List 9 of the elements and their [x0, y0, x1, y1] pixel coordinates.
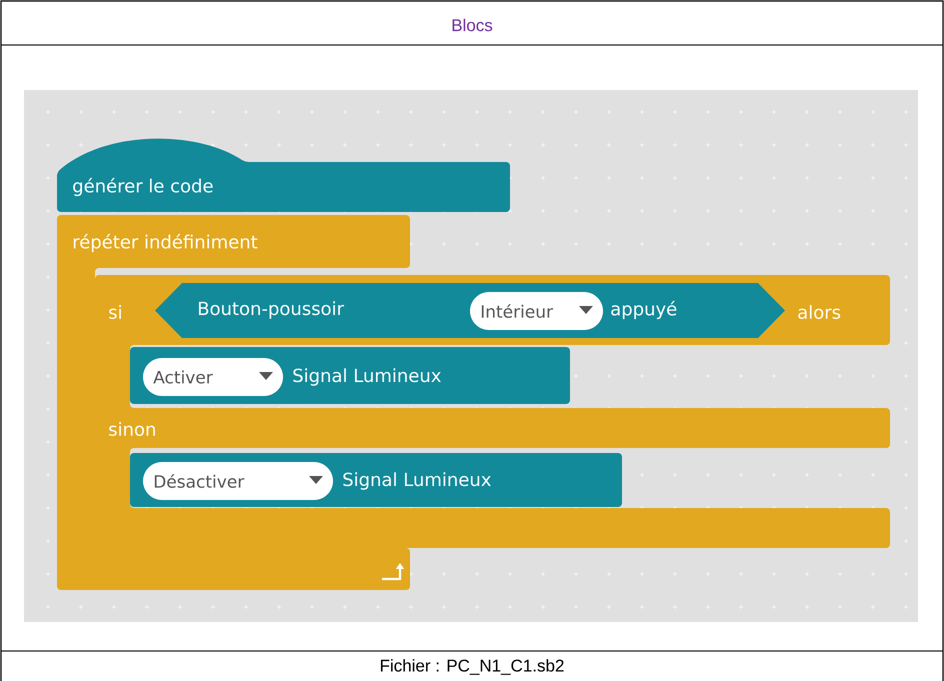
node-label: alors — [798, 305, 840, 319]
caption: Fichier : PC_N1_C1.sb2 — [380, 659, 564, 675]
node-label: si — [109, 305, 121, 319]
node-label: sinon — [109, 422, 155, 436]
table-heading: Blocs — [452, 18, 492, 32]
dropdown-menu: Intérieur — [470, 292, 603, 330]
hat-block: générer le code — [57, 138, 510, 212]
dropdown-menu: Désactiver — [143, 462, 333, 500]
dropdown-menu: Activer — [143, 358, 283, 396]
